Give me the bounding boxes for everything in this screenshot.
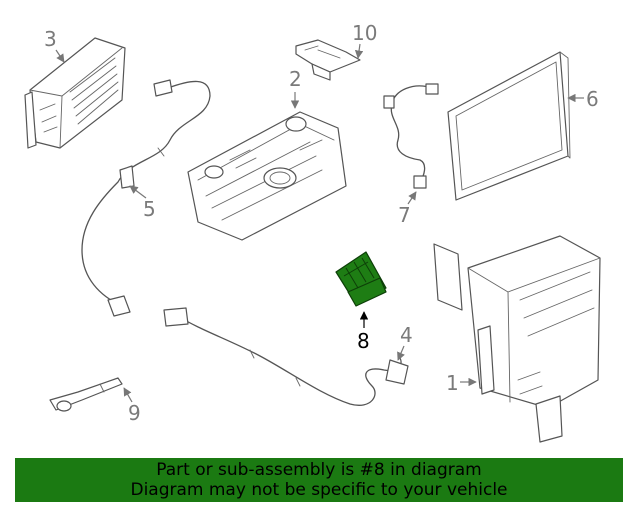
leader-3 [55,49,65,63]
part-3-module [24,37,126,149]
callout-1: 1 [446,371,459,395]
callout-8: 8 [357,329,370,353]
notice-banner: Part or sub-assembly is #8 in diagram Di… [15,458,623,502]
leader-7 [407,191,417,205]
callout-5: 5 [143,197,156,221]
leader-10 [354,43,364,59]
callout-7: 7 [398,203,411,227]
part-7-small-harness [383,83,439,189]
callout-6: 6 [586,87,599,111]
part-8-highlighted-bracket [335,251,387,307]
leader-4 [397,345,405,361]
part-9-sensor [49,377,123,412]
leader-5 [129,185,147,199]
part-5-wire-harness [81,79,211,317]
part-10-bracket [295,39,361,81]
part-2-control-panel [187,111,347,241]
callout-2: 2 [289,67,302,91]
part-1-housing [433,235,601,443]
leader-9 [123,387,133,403]
part-4-antenna-cable [163,307,409,406]
notice-line-1: Part or sub-assembly is #8 in diagram [156,460,482,480]
part-6-display-screen [447,51,571,201]
callout-9: 9 [128,401,141,425]
callout-10: 10 [352,21,377,45]
notice-line-2: Diagram may not be specific to your vehi… [130,480,508,500]
callout-3: 3 [44,27,57,51]
callout-4: 4 [400,323,413,347]
